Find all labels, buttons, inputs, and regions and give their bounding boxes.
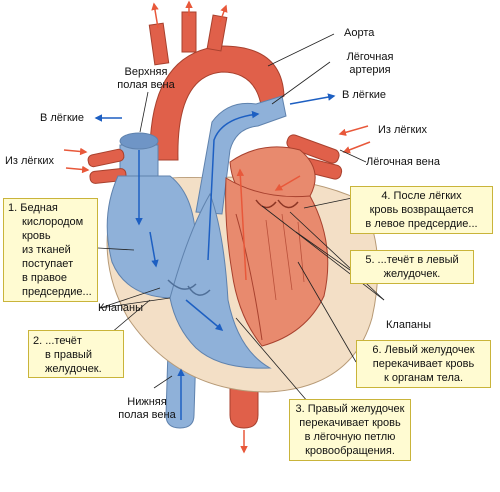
callout-step-6: 6. Левый желудочек перекачивает кровь к … (356, 340, 491, 388)
arrow-aorta-up-3 (219, 4, 228, 23)
superior-vena-cava-opening (119, 132, 159, 150)
callout-step-1: 1. Бедная кислородом кровь из тканей пос… (3, 198, 98, 302)
callout-step-5: 5. ...течёт в левый желудочек. (350, 250, 474, 284)
label-inferior-vena-cava: Нижняя полая вена (118, 396, 176, 421)
tricuspid-valve (167, 279, 211, 296)
label-superior-vena-cava: Верхняя полая вена (117, 66, 175, 91)
mitral-valve (255, 199, 299, 209)
left-ventricle-septum (235, 213, 263, 341)
aorta-branch-2 (181, 11, 197, 53)
flow-into-right-ventricle (185, 299, 224, 331)
label-pulmonary-artery: Лёгочная артерия (346, 51, 394, 76)
arrow-from-lungs-right-1 (338, 125, 369, 136)
callout-step-4: 4. После лёгких кровь возвращается в лев… (350, 186, 493, 234)
right-ventricle (169, 192, 272, 369)
label-valves-left: Клапаны (98, 302, 143, 314)
aorta-branch-3 (206, 14, 228, 52)
label-pulmonary-vein: Лёгочная вена (366, 156, 440, 168)
label-aorta: Аорта (344, 27, 375, 39)
arrow-from-lungs-left-2 (65, 165, 90, 174)
label-from-lungs-right: Из лёгких (378, 124, 428, 136)
left-ventricle-fibers (265, 213, 305, 301)
flow-up-pulmonary-artery (207, 110, 260, 261)
pulmonary-vein-upper (286, 134, 340, 164)
left-ventricle (225, 177, 329, 347)
flow-into-left-atrium (274, 175, 301, 191)
label-to-lungs-left: В лёгкие (40, 112, 85, 124)
arrow-from-lungs-left-1 (63, 147, 88, 156)
arrow-aorta-up-1 (151, 2, 159, 29)
flow-up-aorta (236, 168, 247, 281)
label-from-lungs-left: Из лёгких (5, 155, 55, 167)
leader-lines (97, 33, 385, 403)
aorta-branch-1 (148, 22, 170, 66)
arrow-to-lungs-right (289, 93, 336, 105)
pulmonary-artery (195, 95, 287, 215)
flow-right-atrium-down (149, 231, 159, 268)
callout-step-3: 3. Правый желудочек перекачивает кровь в… (289, 399, 411, 461)
callout-step-2: 2. ...течёт в правый желудочек. (28, 330, 124, 378)
pulmonary-vein-left-upper (87, 148, 125, 168)
aortic-arch (149, 45, 285, 161)
label-valves-right: Клапаны (386, 319, 431, 331)
arrow-from-lungs-right-2 (342, 141, 371, 154)
label-to-lungs-right: В лёгкие (342, 89, 387, 101)
